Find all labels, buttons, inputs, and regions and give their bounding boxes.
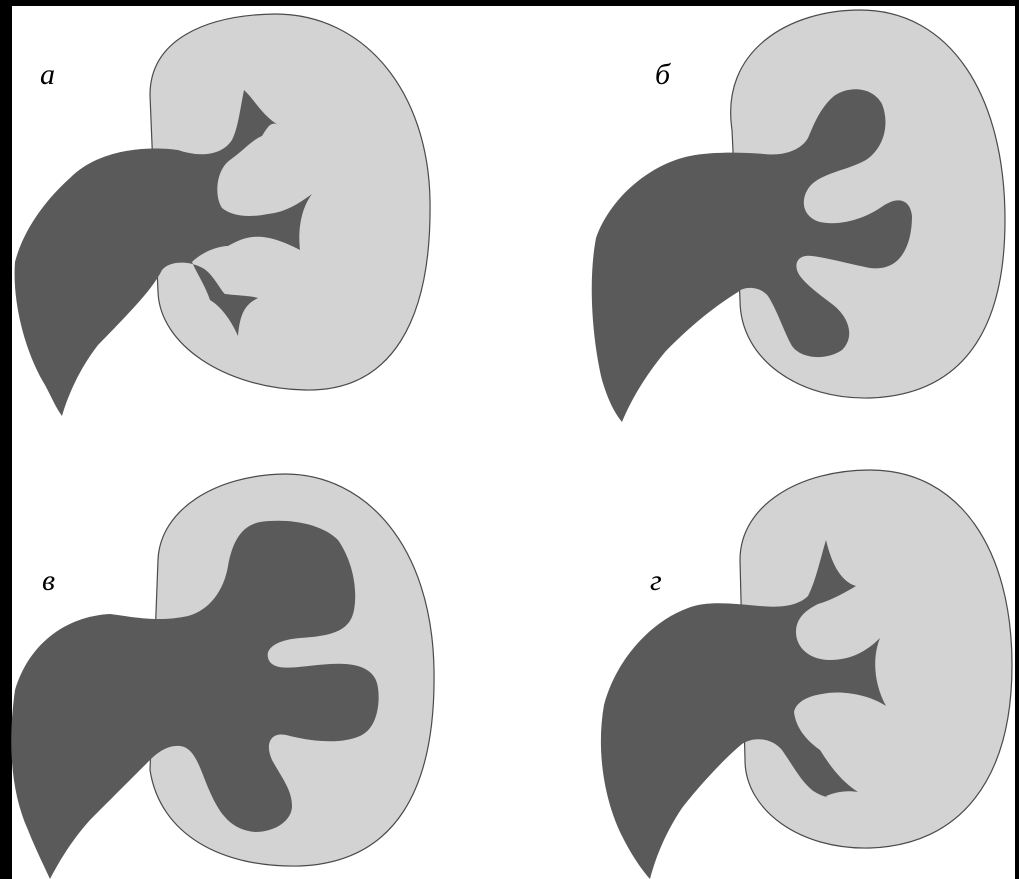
panel-label-g: г [650, 564, 662, 597]
panel-label-b: б [655, 58, 671, 91]
panel-label-a: а [40, 58, 55, 91]
panel-label-v: в [42, 564, 55, 597]
